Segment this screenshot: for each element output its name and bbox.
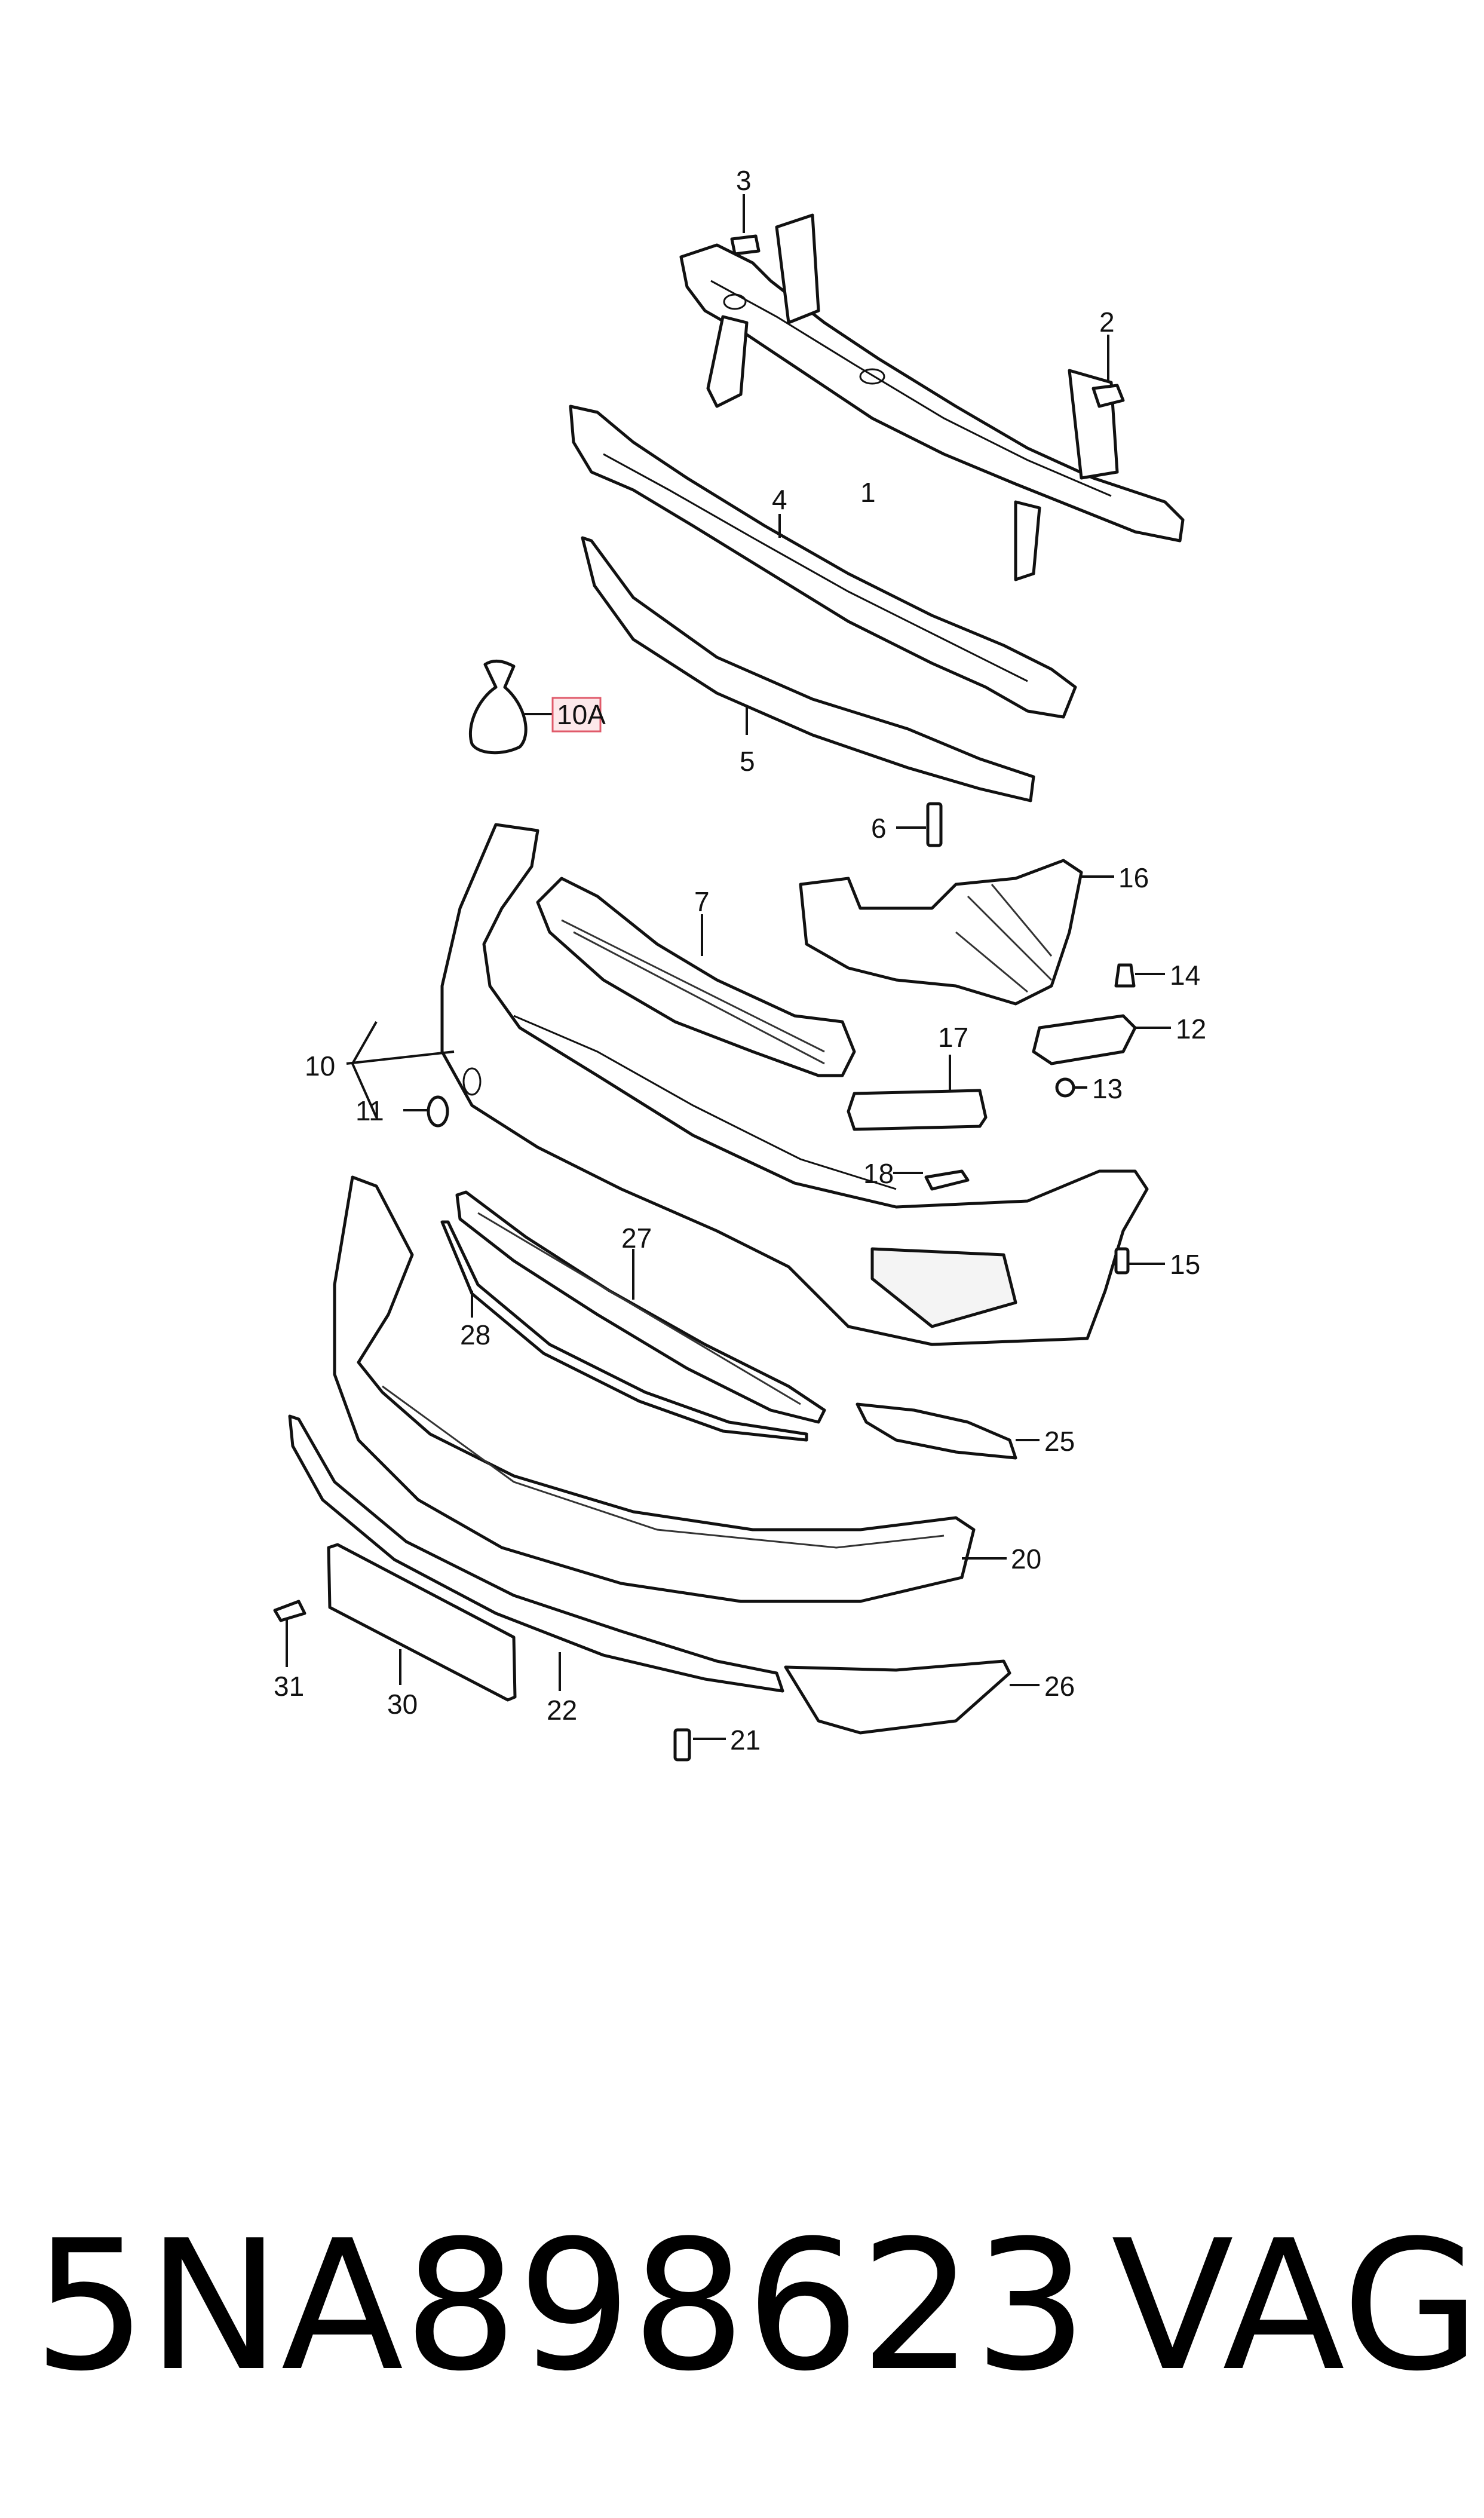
- part-25-fog-grille: [856, 1402, 1040, 1460]
- callout-16: 16: [1118, 862, 1149, 893]
- part-number-label: 5NA898623: [33, 2202, 1088, 2410]
- part-6-bolt: [896, 802, 943, 847]
- callout-31: 31: [274, 1671, 304, 1702]
- callout-13: 13: [1092, 1073, 1123, 1104]
- part-17-bracket: [847, 1055, 988, 1131]
- callout-10: 10: [305, 1050, 335, 1082]
- part-16-bracket: [799, 859, 1114, 1006]
- part-11-plug: [403, 1095, 449, 1128]
- callout-22: 22: [547, 1695, 577, 1726]
- callout-1: 1: [860, 477, 876, 508]
- callout-12: 12: [1176, 1013, 1206, 1044]
- callout-3: 3: [736, 165, 752, 196]
- callout-2: 2: [1099, 307, 1115, 338]
- part-12-guide-bracket: [1032, 1014, 1171, 1065]
- part-3-bolt: [730, 194, 761, 256]
- callout-27: 27: [621, 1223, 652, 1254]
- brand-label: VAG: [1111, 2202, 1481, 2410]
- part-10-bumper-cover: [346, 823, 1149, 1346]
- callout-14: 14: [1170, 960, 1200, 991]
- callout-17: 17: [938, 1022, 968, 1053]
- callout-26: 26: [1044, 1671, 1075, 1702]
- callout-7: 7: [694, 886, 710, 917]
- part-4-energy-absorber: [569, 405, 1077, 719]
- part-15-bolt: [1114, 1247, 1165, 1275]
- part-30-plate-bracket: [327, 1543, 517, 1702]
- part-1-bumper-carrier: [679, 213, 1185, 581]
- part-28-trim-strip: [440, 1220, 808, 1442]
- part-7-air-guide: [536, 877, 856, 1077]
- callout-10a: 10A: [557, 699, 606, 730]
- part-20-lower-grille: [333, 1175, 1007, 1603]
- callout-11: 11: [355, 1095, 384, 1126]
- callout-4: 4: [772, 484, 787, 515]
- part-21-screw: [673, 1728, 726, 1762]
- callout-28: 28: [460, 1319, 490, 1350]
- part-27-grille-insert: [455, 1190, 826, 1424]
- part-18-cap: [893, 1169, 970, 1191]
- part-10a-paint-kit: [468, 659, 602, 755]
- callout-30: 30: [387, 1689, 418, 1720]
- callout-10a-box: [551, 697, 602, 733]
- part-31-screw: [273, 1600, 306, 1667]
- callout-5: 5: [740, 746, 755, 777]
- callout-25: 25: [1044, 1426, 1075, 1457]
- part-22-spoiler-lip: [288, 1414, 784, 1693]
- callout-6: 6: [871, 813, 887, 844]
- part-5-lower-support: [581, 536, 1035, 802]
- part-2-bolt: [1091, 335, 1125, 408]
- callout-15: 15: [1170, 1249, 1200, 1280]
- callout-18: 18: [863, 1158, 894, 1189]
- part-26-lower-trim: [784, 1659, 1040, 1735]
- callout-21: 21: [730, 1724, 761, 1756]
- part-13-nut: [1055, 1077, 1087, 1098]
- callout-20: 20: [1011, 1543, 1041, 1574]
- part-14-clip: [1114, 963, 1165, 988]
